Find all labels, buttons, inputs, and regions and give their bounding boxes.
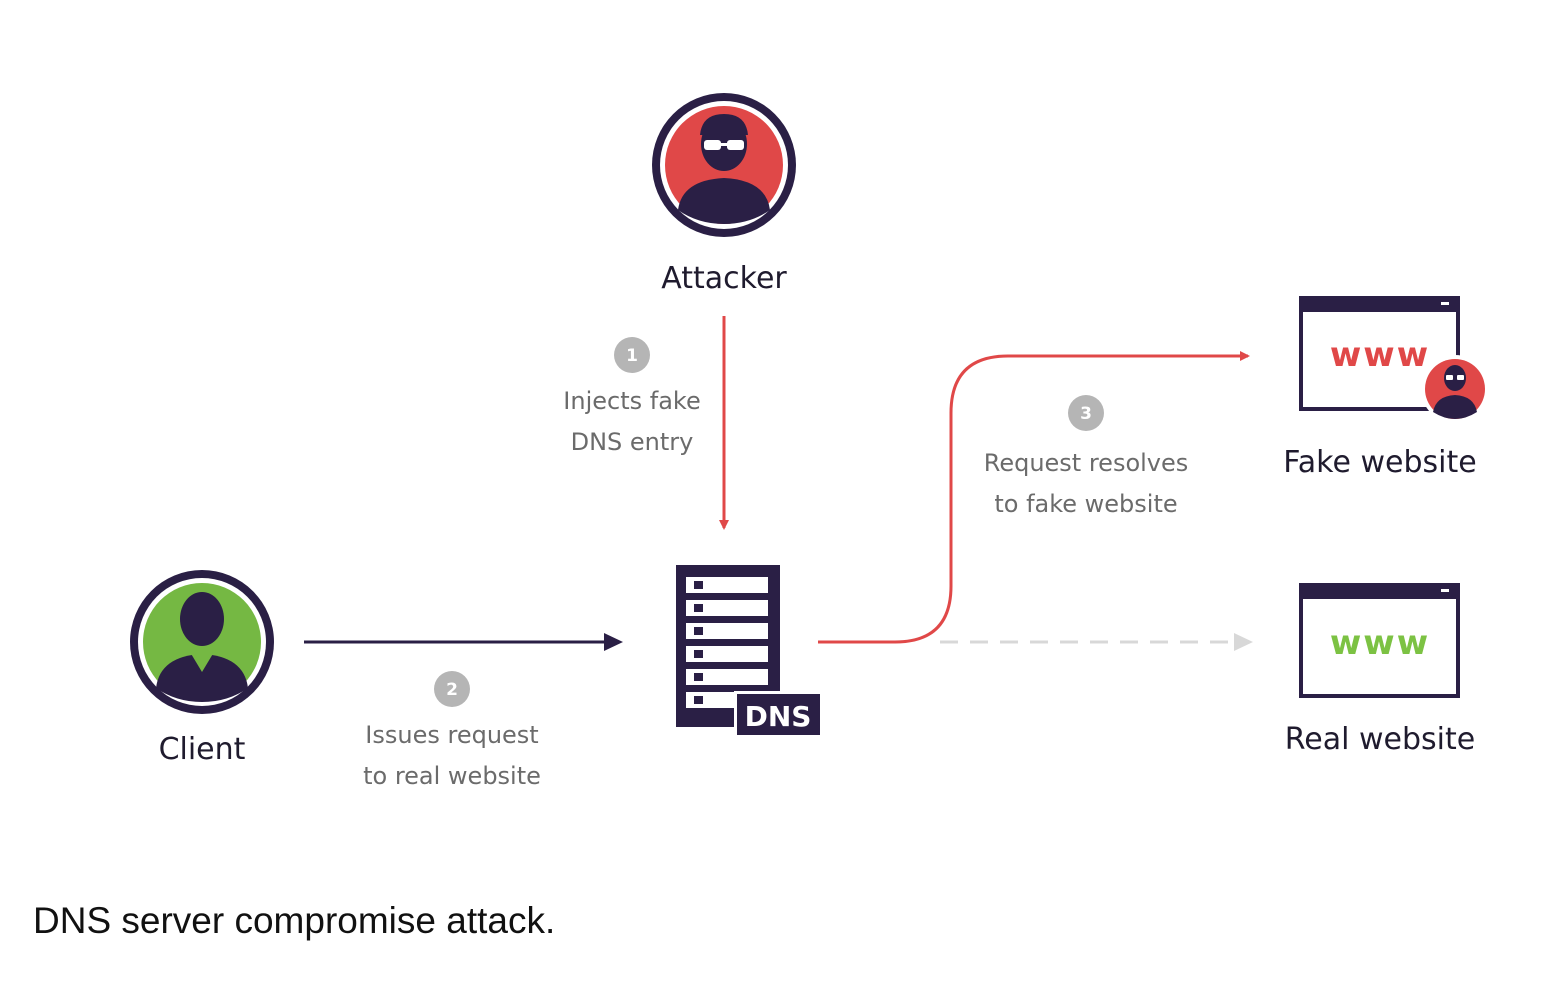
fake-website-label: Fake website bbox=[1283, 445, 1476, 480]
real-website-label: Real website bbox=[1285, 722, 1475, 757]
hacker-avatar-icon bbox=[1421, 355, 1489, 423]
step-2-line-2: to real website bbox=[363, 762, 541, 790]
step-1-line-1: Injects fake bbox=[563, 387, 700, 415]
real-website-node: www Real website bbox=[1285, 583, 1475, 757]
fake-website-node: www Fake website bbox=[1283, 296, 1489, 480]
dns-node: DNS bbox=[676, 565, 823, 738]
server-rack-icon bbox=[676, 565, 780, 727]
step-2-number: 2 bbox=[446, 680, 458, 700]
figure-caption: DNS server compromise attack. bbox=[33, 900, 556, 941]
step-1-line-2: DNS entry bbox=[571, 428, 694, 456]
real-www-text: www bbox=[1330, 623, 1430, 663]
step-1: 1 Injects fake DNS entry bbox=[563, 337, 701, 456]
step-3-badge bbox=[1068, 395, 1104, 431]
step-3: 3 Request resolves to fake website bbox=[984, 395, 1189, 518]
step-3-line-1: Request resolves bbox=[984, 449, 1189, 477]
step-3-line-2: to fake website bbox=[994, 490, 1177, 518]
attacker-label: Attacker bbox=[661, 261, 787, 296]
step-2: 2 Issues request to real website bbox=[363, 671, 541, 790]
client-node: Client bbox=[130, 570, 274, 767]
dns-badge-label: DNS bbox=[745, 700, 812, 733]
browser-window-icon bbox=[1299, 583, 1460, 698]
step-2-badge bbox=[434, 671, 470, 707]
request-arrowhead bbox=[604, 633, 623, 651]
attacker-node: Attacker bbox=[652, 93, 796, 296]
user-avatar-icon bbox=[130, 570, 274, 714]
fake-www-text: www bbox=[1330, 335, 1430, 375]
hacker-avatar-icon bbox=[652, 93, 796, 237]
step-2-line-1: Issues request bbox=[365, 721, 538, 749]
resolve-fake-arrow bbox=[818, 351, 1250, 644]
real-route-arrowhead bbox=[1234, 633, 1253, 651]
client-label: Client bbox=[159, 732, 246, 767]
step-3-number: 3 bbox=[1080, 404, 1092, 424]
step-1-badge bbox=[614, 337, 650, 373]
step-1-number: 1 bbox=[626, 346, 638, 366]
dns-attack-diagram: Attacker 1 Injects fake DNS entry Client… bbox=[130, 93, 1489, 790]
